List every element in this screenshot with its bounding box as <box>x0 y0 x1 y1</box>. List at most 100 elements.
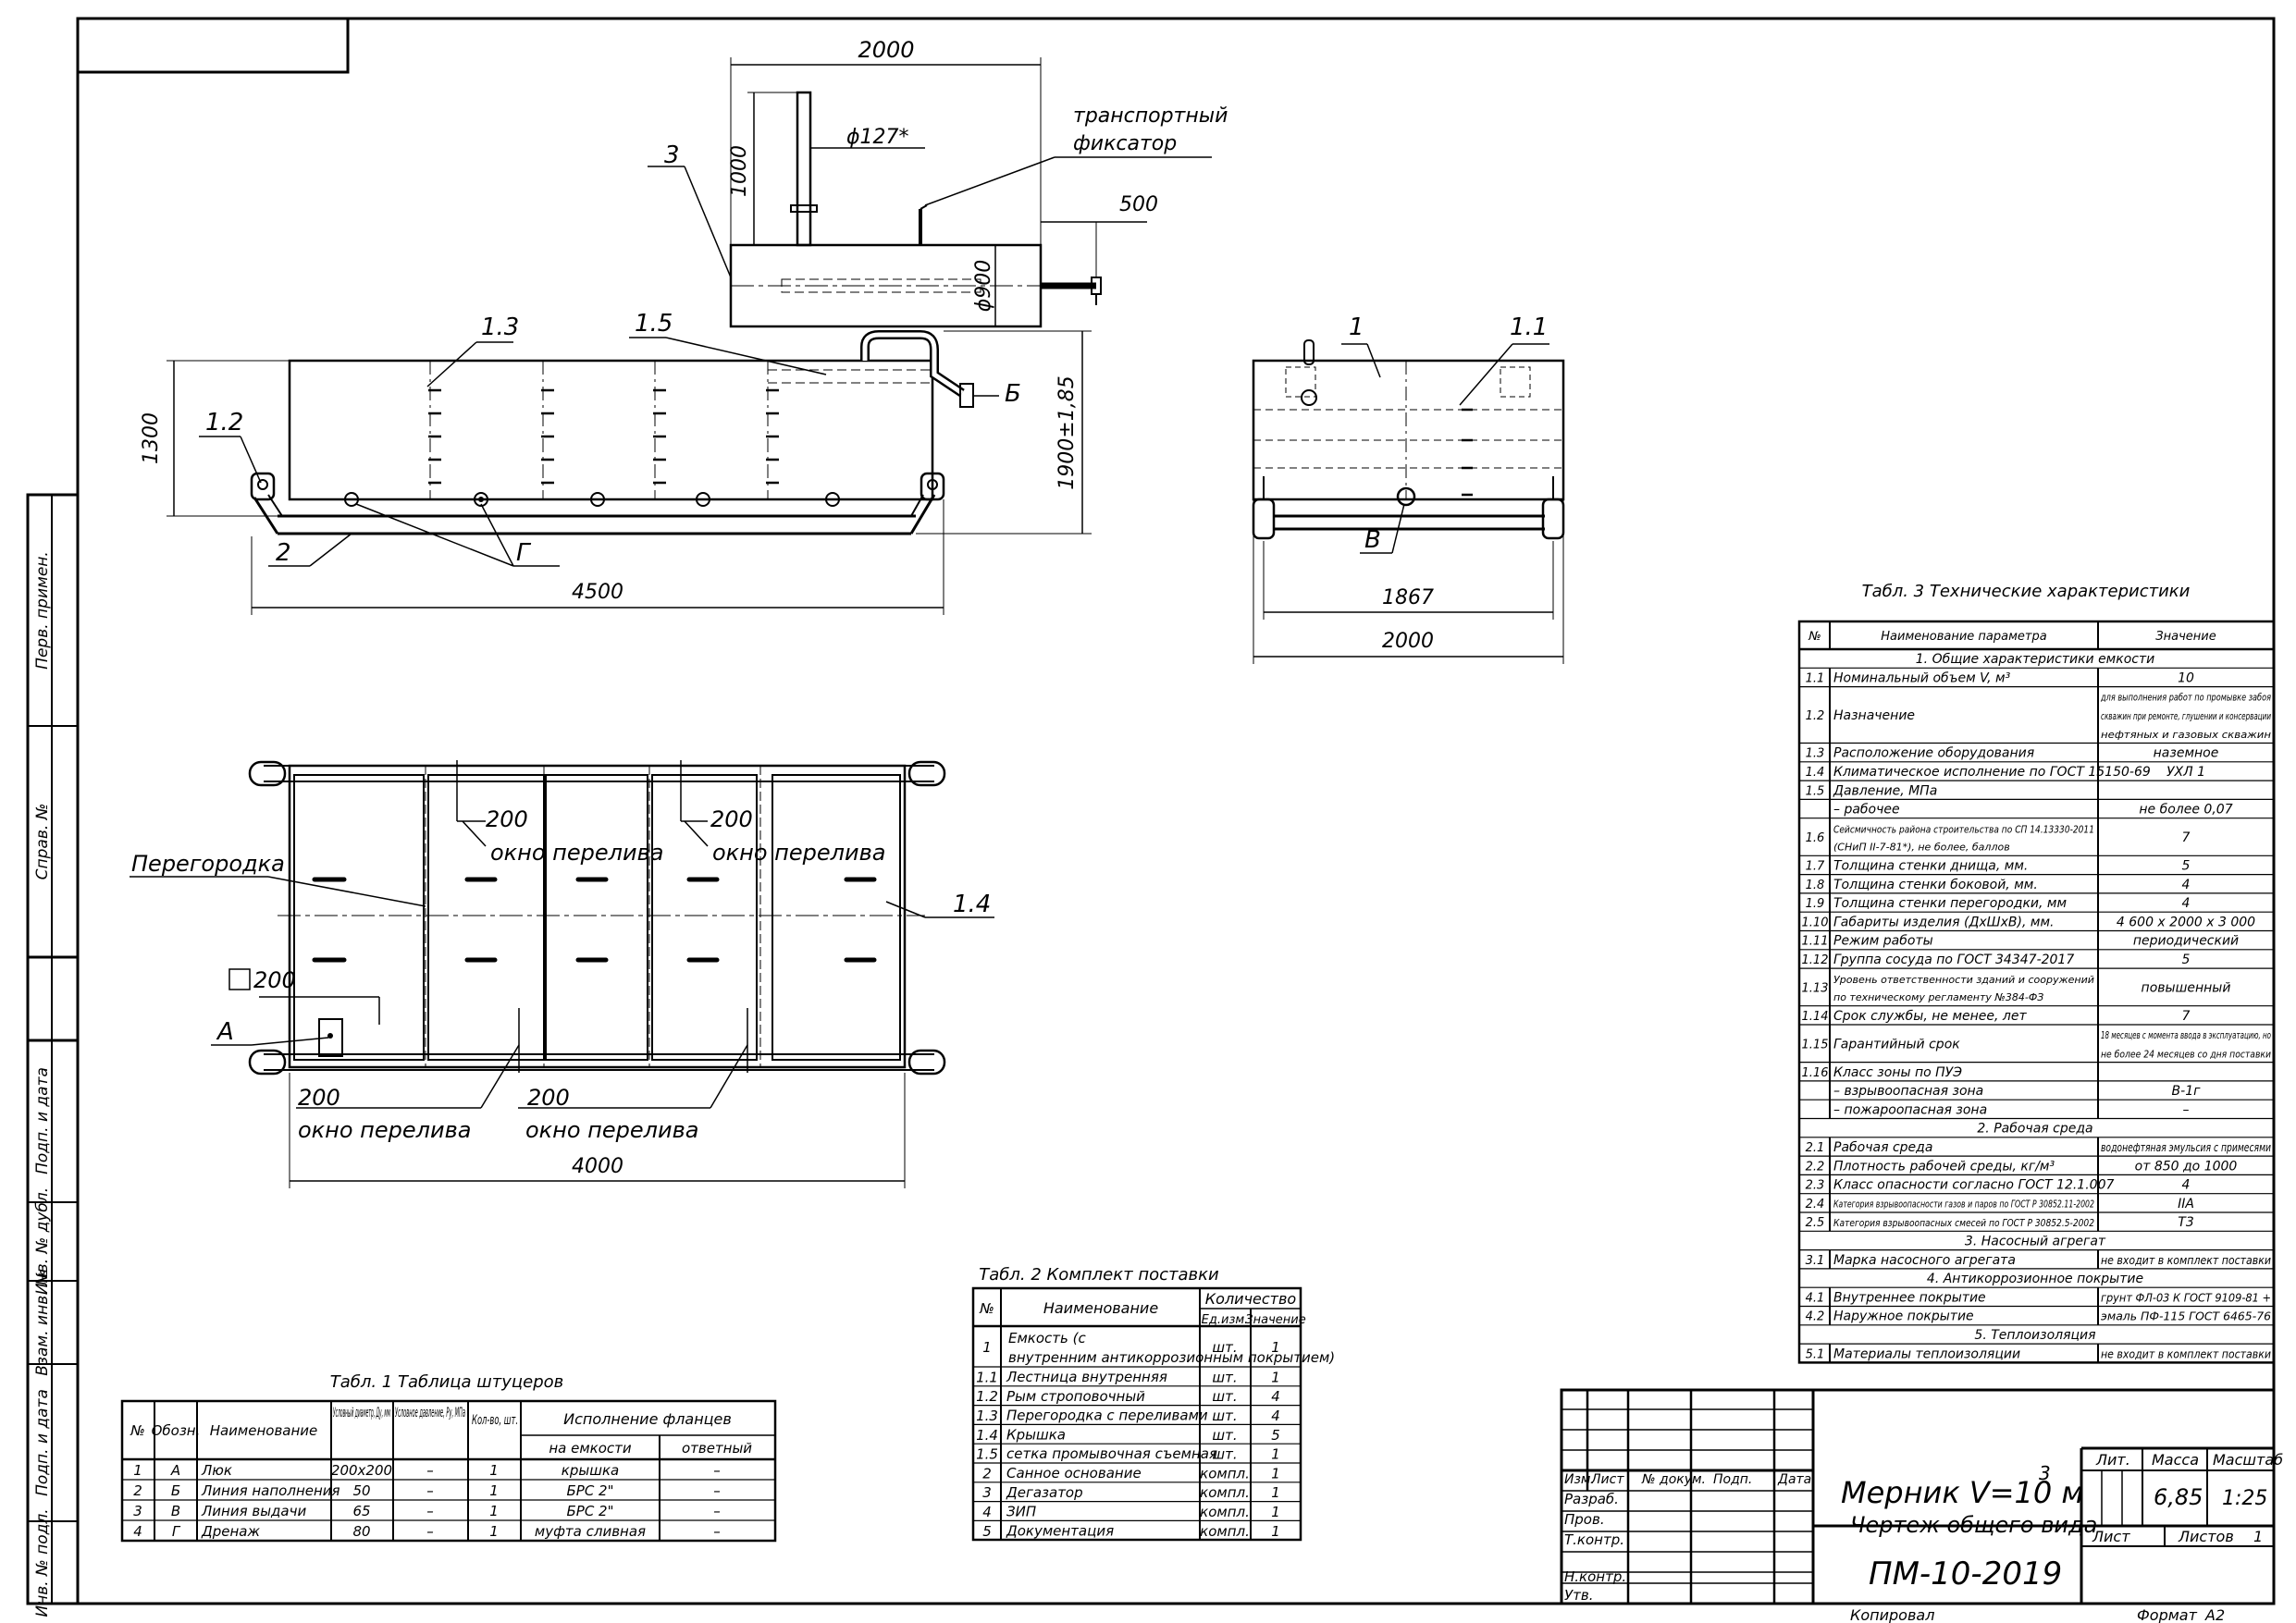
table3-section: 4. Антикоррозионное покрытие <box>1927 1272 2143 1286</box>
table3-cell-param: Габариты изделия (ДхШхВ), мм. <box>1833 915 2054 929</box>
table3-cell-param: (СНиП II-7-81*), не более, баллов <box>1833 842 2010 854</box>
table1-header-code: Обозн. <box>152 1422 201 1439</box>
table2-cell: 5 <box>1271 1427 1280 1444</box>
table1-cell: Дренаж <box>201 1523 260 1540</box>
table3-cell-value: УХЛ 1 <box>2166 765 2205 780</box>
table1-cell: – <box>426 1503 434 1519</box>
table1-cell: 2 <box>133 1482 142 1499</box>
stamp-vzam-inv: Взам. инв. № <box>33 1269 52 1375</box>
table2-cell: 1 <box>982 1339 992 1356</box>
table3-cell-value: 5 <box>2182 953 2191 967</box>
tb-razrab: Разраб. <box>1564 1491 1619 1507</box>
table3-cell-param: Группа сосуда по ГОСТ 34347-2017 <box>1833 953 2074 967</box>
dim-height-1900: 1900±1,85 <box>1055 375 1079 489</box>
table3-cell-value: 4 600 х 2000 х 3 000 <box>2117 915 2255 929</box>
table3-cell-value: скважин при ремонте, глушении и консерва… <box>2101 710 2271 722</box>
table2-cell: Емкость (с <box>1008 1330 1086 1346</box>
table2-cell: 1.4 <box>976 1427 998 1444</box>
table1-cell: 3 <box>133 1503 142 1519</box>
table3-cell-no: 1.7 <box>1806 859 1825 873</box>
dim-width-1867: 1867 <box>1382 586 1434 609</box>
tb-title-sup: 3 <box>2039 1462 2051 1484</box>
table2-cell: Санное основание <box>1006 1465 1142 1482</box>
callout-1: 1 <box>1349 314 1364 341</box>
table3-cell-no: 2.1 <box>1806 1141 1825 1155</box>
tb-sheets-value: 1 <box>2253 1528 2263 1545</box>
table3-cell-param: Класс зоны по ПУЭ <box>1833 1065 1962 1080</box>
table1-cell: – <box>426 1462 434 1479</box>
table2-caption: Табл. 2 Комплект поставки <box>979 1265 1219 1285</box>
stamp-perv-primen: Перв. примен. <box>33 551 52 670</box>
table3-cell-no: 1.11 <box>1802 935 1829 949</box>
table1-cell: Линия наполнения <box>201 1482 340 1499</box>
table3-section: 3. Насосный агрегат <box>1965 1234 2106 1248</box>
dim-overflow-2: 200 <box>710 806 753 832</box>
table3-cell-no: 5.1 <box>1806 1347 1825 1361</box>
table2-cell: шт. <box>1212 1408 1237 1424</box>
table3-cell-param: Категория взрывоопасных смесей по ГОСТ Р… <box>1833 1217 2094 1229</box>
table3-cell-no: 1.6 <box>1806 831 1825 845</box>
tb-sheet: Лист <box>2092 1528 2130 1545</box>
table2-cell: 1 <box>1271 1523 1280 1540</box>
label-fixator-1: транспортный <box>1073 105 1228 128</box>
tb-podp: Подп. <box>1713 1472 1752 1487</box>
table3-cell-no: 1.8 <box>1806 879 1825 892</box>
table3-cell-param: Категория взрывоопасности газов и паров … <box>1833 1199 2094 1211</box>
dim-length-4500: 4500 <box>572 581 623 604</box>
dim-overflow-1: 200 <box>486 806 528 832</box>
table1-cell: – <box>713 1523 721 1540</box>
dim-width-2000: 2000 <box>1382 630 1434 653</box>
table3-cell-value: 4 <box>2182 878 2191 892</box>
tb-massa: Масса <box>2152 1451 2199 1469</box>
dim-length-4000: 4000 <box>572 1155 623 1178</box>
table3-cell-no: 3.1 <box>1806 1254 1825 1268</box>
table3-cell-value: IIA <box>2178 1197 2194 1211</box>
table2-cell: шт. <box>1212 1446 1237 1463</box>
table3-cell-no: 2.4 <box>1806 1198 1825 1211</box>
dim-top-height: 1000 <box>728 145 751 197</box>
table3-cell-value: не входит в комплект поставки <box>2101 1347 2271 1360</box>
table3-cell-param: Назначение <box>1833 708 1915 723</box>
tb-kopiroval: Копировал <box>1850 1606 1934 1623</box>
stamp-podp-data-2: Подп. и дата <box>33 1389 52 1496</box>
callout-v: В <box>1364 526 1381 554</box>
table2-cell: 3 <box>982 1484 992 1501</box>
table2-cell: компл. <box>1200 1504 1250 1520</box>
table1-cell: муфта сливная <box>535 1523 646 1540</box>
table3-cell-no: 1.16 <box>1802 1066 1829 1080</box>
table1-cell: БРС 2" <box>566 1503 613 1519</box>
label-overflow-3: окно перелива <box>298 1117 471 1143</box>
table3-cell-param: Климатическое исполнение по ГОСТ 15150-6… <box>1833 765 2151 780</box>
table3-cell-value: 5 <box>2182 858 2191 873</box>
table1-cell: Линия выдачи <box>201 1503 306 1519</box>
title-block <box>1560 1388 2276 1605</box>
table1-cell: – <box>426 1523 434 1540</box>
table3-cell-no: 1.10 <box>1802 916 1829 929</box>
table3-cell-value: 10 <box>2178 670 2194 685</box>
table2-cell: 1 <box>1271 1369 1280 1385</box>
tb-subtitle: Чертеж общего вида <box>1850 1512 2097 1538</box>
table3-cell-value: не более 0,07 <box>2139 803 2232 818</box>
table3-cell-value: 7 <box>2182 1009 2191 1024</box>
callout-g: Г <box>516 539 532 567</box>
dim-vessel-diameter: ϕ900 <box>972 260 995 313</box>
side-stamp-strip <box>26 493 80 1605</box>
table2-cell: 1 <box>1271 1484 1280 1501</box>
callout-3: 3 <box>664 141 680 169</box>
table1-cell: 1 <box>489 1523 499 1540</box>
table2-cell: 5 <box>982 1523 992 1540</box>
tb-prov: Пров. <box>1564 1511 1605 1528</box>
tb-lit: Лит. <box>2095 1451 2130 1469</box>
callout-1-5: 1.5 <box>635 310 673 338</box>
tb-format-value: А2 <box>2204 1606 2225 1623</box>
table3-cell-param: Класс опасности согласно ГОСТ 12.1.007 <box>1833 1178 2114 1193</box>
table2-header-qty: Количество <box>1205 1290 1297 1308</box>
tb-mass-value: 6,85 <box>2154 1484 2203 1510</box>
table3-cell-value: повышенный <box>2142 980 2231 995</box>
table3-cell-param: Режим работы <box>1833 934 1933 949</box>
table1-cell: 65 <box>352 1503 370 1519</box>
table3-cell-param: Плотность рабочей среды, кг/м³ <box>1833 1159 2055 1174</box>
table3-cell-value: 18 месяцев с момента ввода в эксплуатаци… <box>2101 1029 2271 1041</box>
